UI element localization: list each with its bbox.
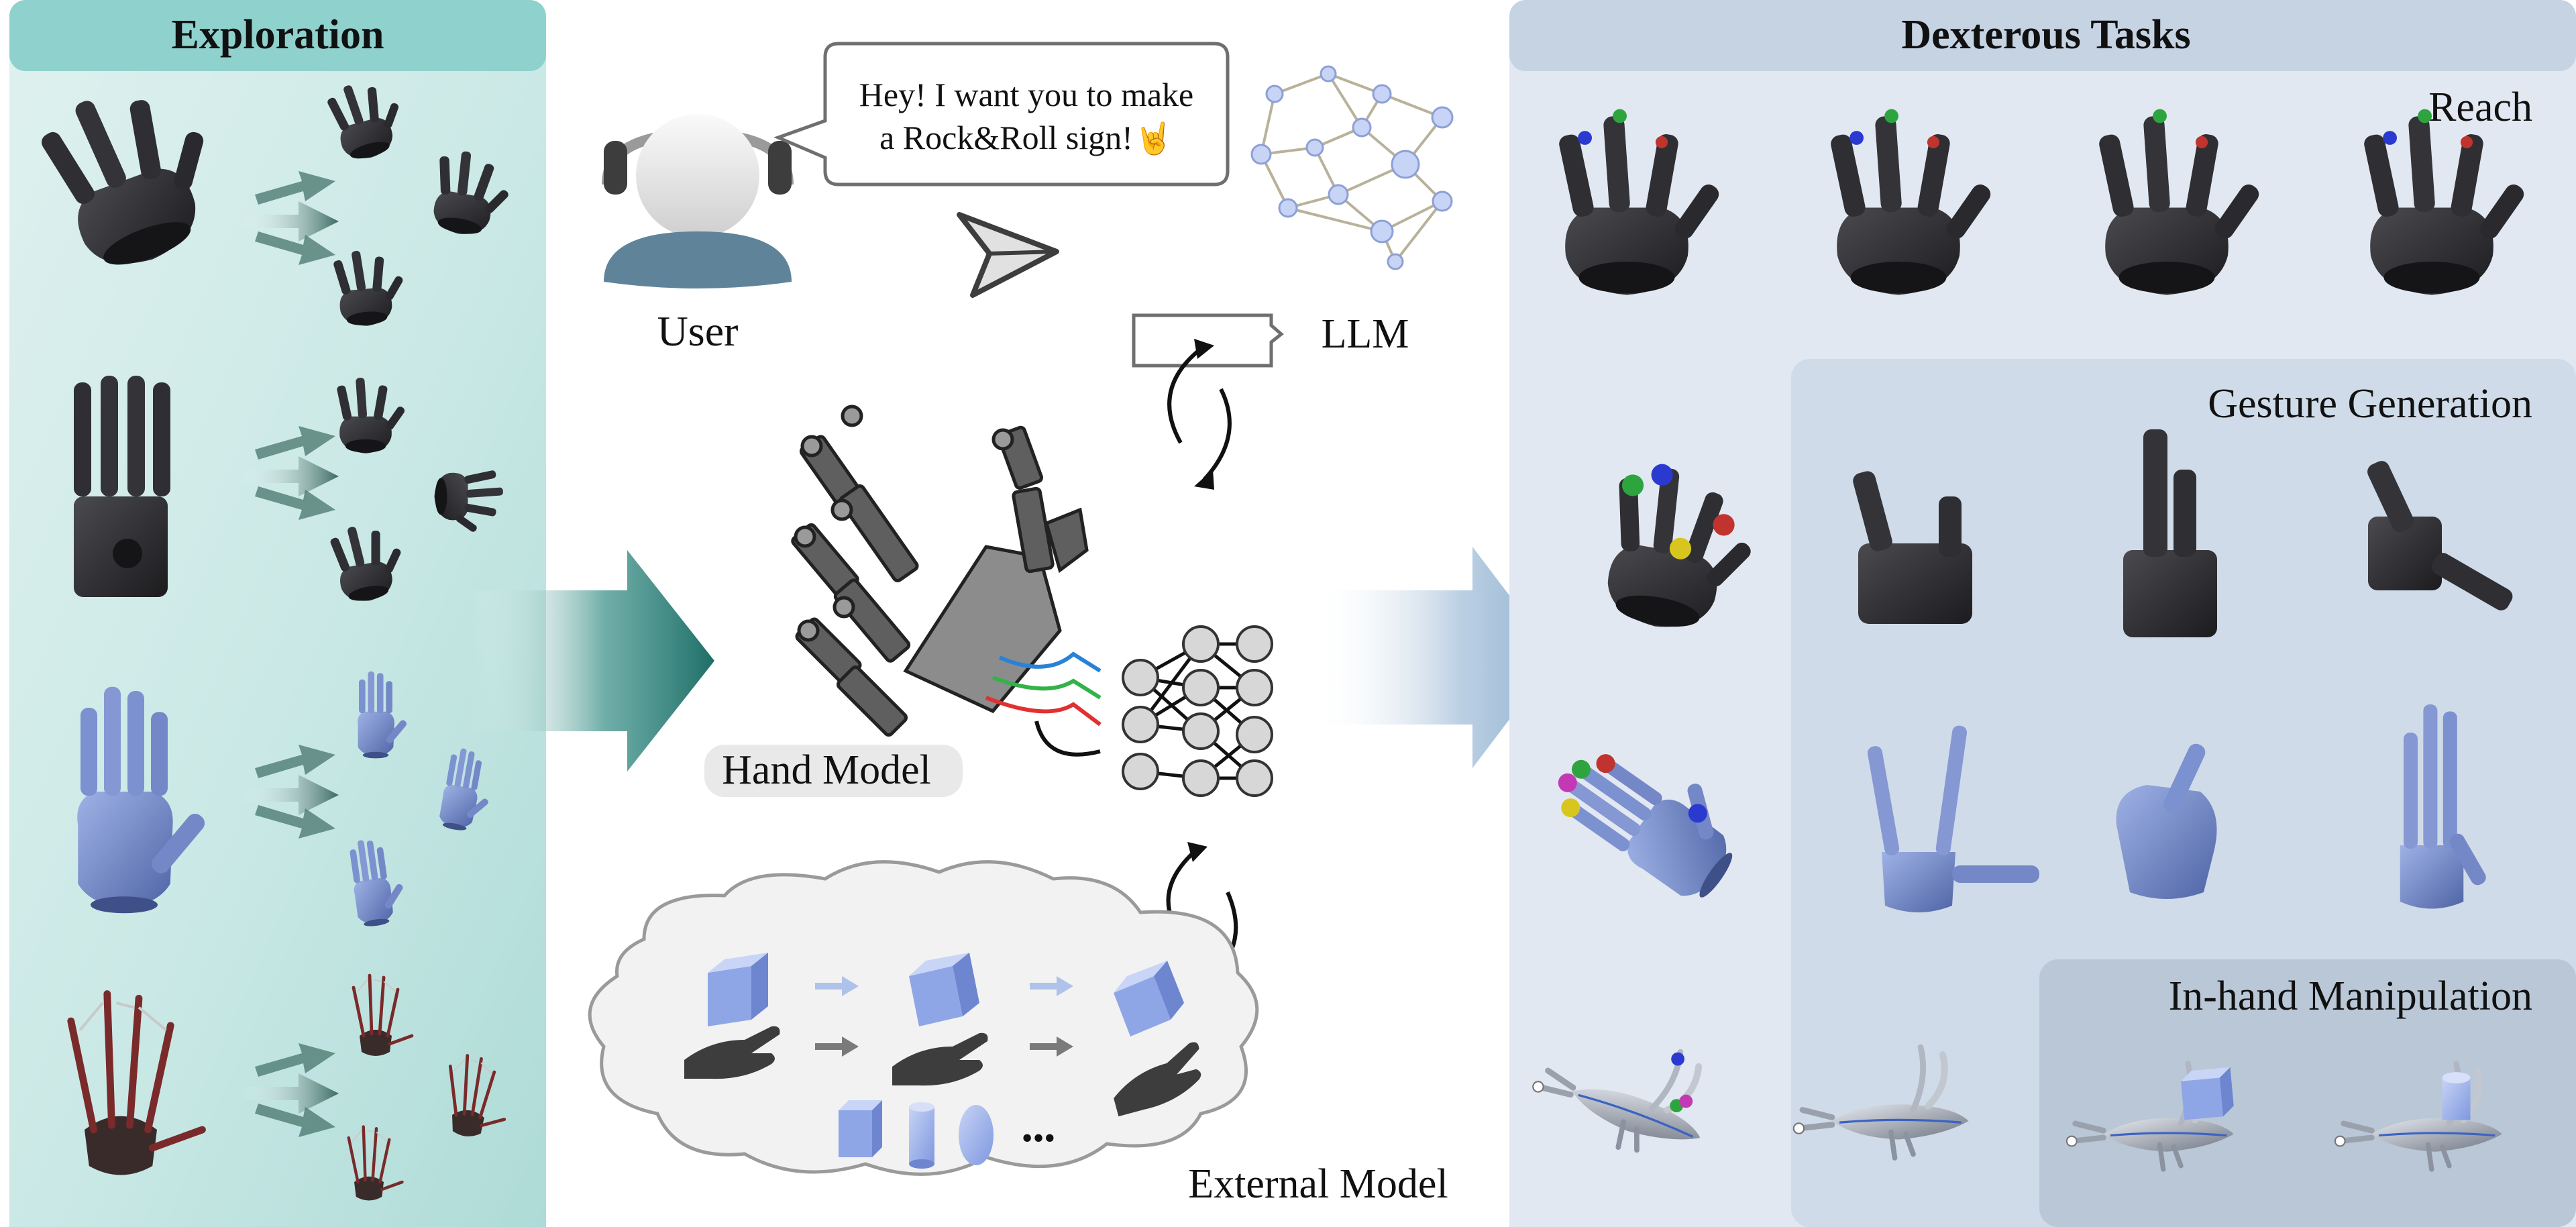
loop-arrowhead	[1194, 470, 1214, 490]
gesture-target-hand	[1551, 720, 1760, 910]
ellipsoid-object	[959, 1105, 994, 1165]
user-figure: User	[602, 114, 794, 355]
diverge-arrow	[241, 775, 339, 815]
wire-blue	[998, 651, 1102, 673]
inhand-hand	[2335, 1064, 2502, 1170]
reach-hand	[1557, 109, 1723, 295]
exploration-title: Exploration	[172, 12, 384, 58]
speech-bubble: Hey! I want you to make a Rock&Roll sign…	[773, 42, 1230, 186]
reach-hand	[2097, 109, 2263, 295]
object-shapes: •••	[839, 1100, 1055, 1169]
gesture-row-dark	[1595, 429, 2513, 641]
llm-network-icon	[1250, 65, 1454, 270]
sequence-arrow	[815, 976, 859, 996]
diverge-arrow	[241, 1073, 339, 1114]
loop-arrowhead	[1194, 339, 1214, 359]
rock-hand-emoji: 🤘	[1134, 119, 1173, 157]
external-model-label: External Model	[1188, 1161, 1448, 1207]
hand-holding-cube	[684, 953, 780, 1079]
loop-arrowhead	[1187, 842, 1208, 862]
diverge-arrow-down	[255, 231, 335, 265]
inhand-subpanel	[2039, 959, 2576, 1227]
gesture-hand	[1867, 725, 2039, 912]
sequence-arrow	[1030, 1036, 1073, 1057]
loop-arrow-upper-right	[1202, 388, 1232, 482]
flow-arrow-blue	[1315, 547, 1556, 768]
exploration-row-upright-hand	[74, 376, 504, 606]
wire-black	[1034, 721, 1101, 757]
reach-row	[1557, 109, 2528, 295]
diverge-arrow-down	[255, 805, 335, 839]
diverge-arrow-up	[255, 171, 335, 205]
sequence-arrow	[1030, 976, 1073, 996]
headphone-left	[604, 141, 627, 195]
hand-holding-cube	[892, 953, 988, 1086]
ellipsis-more: •••	[1022, 1120, 1055, 1156]
send-icon	[957, 212, 1059, 298]
headphone-right	[768, 141, 792, 195]
exploration-row-tendon-hand	[71, 975, 510, 1201]
diverge-arrow-up	[255, 426, 335, 460]
llm-label: LLM	[1322, 311, 1409, 357]
diverge-arrow	[241, 456, 339, 496]
hand-model-label-bg	[704, 745, 963, 797]
speech-bubble-shape	[773, 42, 1230, 186]
exploration-header	[9, 0, 546, 71]
exploration-row-dark-hand	[31, 66, 517, 329]
sequence-arrow	[815, 1036, 859, 1057]
cylinder-object	[909, 1102, 934, 1169]
gesture-hand	[2367, 461, 2513, 610]
wire-red	[985, 696, 1102, 727]
hand-model-sketch	[791, 405, 1089, 737]
reach-hand	[2362, 109, 2528, 295]
diverge-arrow	[241, 201, 339, 242]
manipulation-row	[1523, 1009, 2502, 1173]
diverge-arrow-up	[255, 1043, 335, 1077]
gesture-label: Gesture Generation	[2208, 381, 2532, 427]
speech-line-2: a Rock&Roll sign!	[879, 119, 1133, 156]
user-head	[636, 114, 759, 237]
reach-label: Reach	[2428, 85, 2532, 130]
dexterous-tasks-panel: Dexterous Tasks Reach Gesture Generation…	[1509, 0, 2576, 1227]
gesture-hand	[1853, 471, 1972, 624]
llm-label-box: LLM	[1132, 311, 1409, 368]
tasks-title: Dexterous Tasks	[1901, 12, 2190, 58]
gesture-hand	[2116, 743, 2217, 899]
neural-network-icon	[1122, 625, 1273, 797]
gesture-target-hand	[1595, 459, 1766, 641]
inhand-label: In-hand Manipulation	[2169, 973, 2532, 1019]
inhand-hand	[2067, 1064, 2234, 1170]
cube-handoff-sequence	[684, 953, 1212, 1117]
gesture-hand	[2123, 429, 2217, 637]
hand-model-label: Hand Model	[722, 747, 931, 793]
diverge-arrow-down	[255, 1104, 335, 1137]
reach-hand	[1829, 109, 1994, 295]
speech-line-1: Hey! I want you to make	[859, 76, 1193, 113]
exploration-row-blue-hand	[77, 671, 498, 928]
loop-arrow-upper-left	[1167, 347, 1202, 444]
wire-green	[991, 676, 1102, 700]
user-body	[604, 231, 792, 288]
exploration-panel: Exploration	[9, 0, 546, 1227]
hand-holding-cube	[1105, 961, 1212, 1117]
gesture-row-blue	[1551, 704, 2486, 912]
gesture-target-hand	[1523, 1009, 1725, 1173]
tasks-header	[1509, 0, 2576, 71]
gesture-hand	[2400, 704, 2486, 909]
diverge-arrow-down	[255, 486, 335, 520]
cube-object	[839, 1100, 882, 1157]
user-label: User	[657, 307, 739, 355]
robot-hand-image	[74, 376, 170, 597]
diverge-arrow-up	[255, 745, 335, 778]
flow-arrow-teal	[470, 550, 714, 771]
